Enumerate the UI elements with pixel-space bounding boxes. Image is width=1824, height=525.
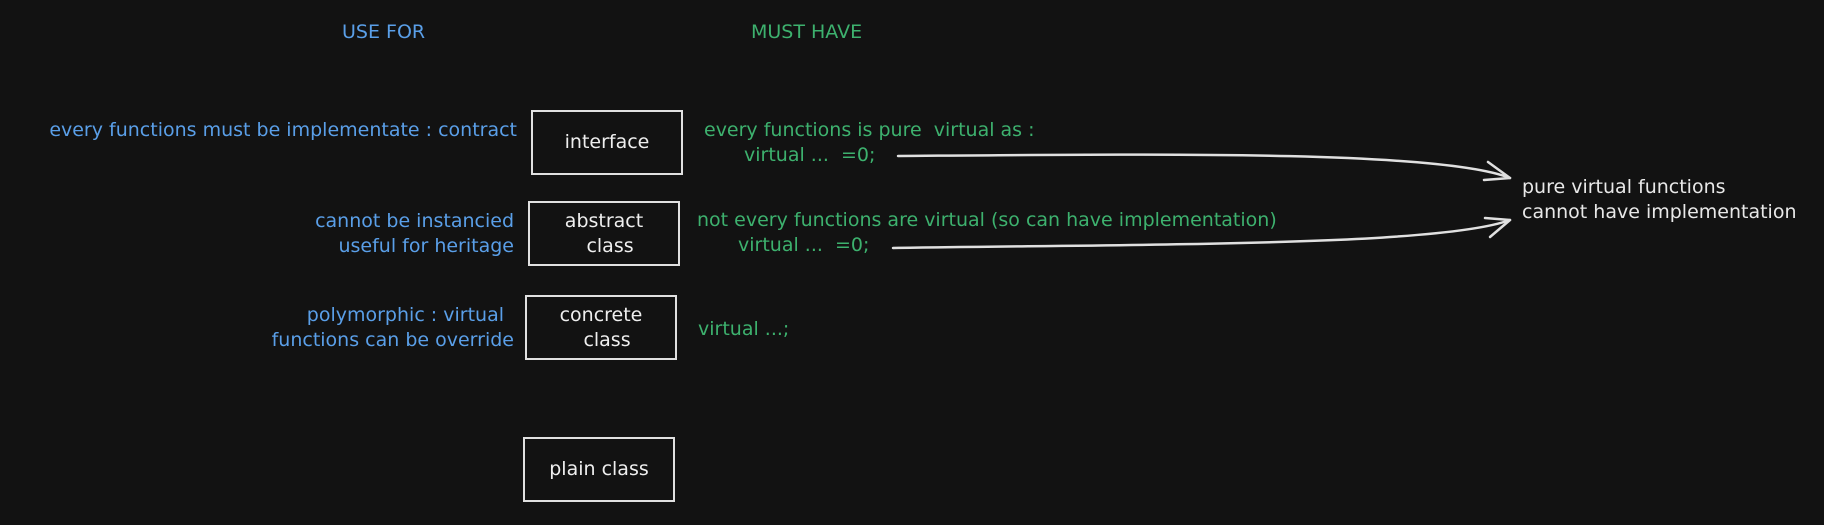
abstract-must-have-line2: virtual ... =0; [738,234,870,256]
abstract-to-note-arrow [891,218,1512,250]
interface-box: interface [531,110,683,175]
interface-arrowhead-icon [1482,160,1512,182]
plain-class-box: plain class [523,437,675,502]
abstract-arrowhead-icon [1483,216,1512,239]
interface-must-have-line1: every functions is pure virtual as : [704,119,1035,141]
use-for-header: USE FOR [342,21,426,43]
concrete-must-have: virtual ...; [698,318,790,340]
pure-virtual-note-line2: cannot have implementation [1522,201,1797,223]
concrete-class-box: concrete class [525,295,677,360]
must-have-header: MUST HAVE [751,21,863,43]
abstract-must-have-line1: not every functions are virtual (so can … [697,209,1277,231]
abstract-class-box: abstract class [528,201,680,266]
abstract-use-for-line1: cannot be instancied [315,210,514,232]
interface-use-for: every functions must be implementate : c… [49,119,517,141]
concrete-use-for-line2: functions can be override [271,329,514,351]
abstract-use-for-line2: useful for heritage [338,235,514,257]
concrete-use-for-line1: polymorphic : virtual [306,304,504,326]
interface-must-have-line2: virtual ... =0; [744,144,876,166]
pure-virtual-note-line1: pure virtual functions [1522,176,1726,198]
interface-to-note-arrow [896,153,1512,180]
